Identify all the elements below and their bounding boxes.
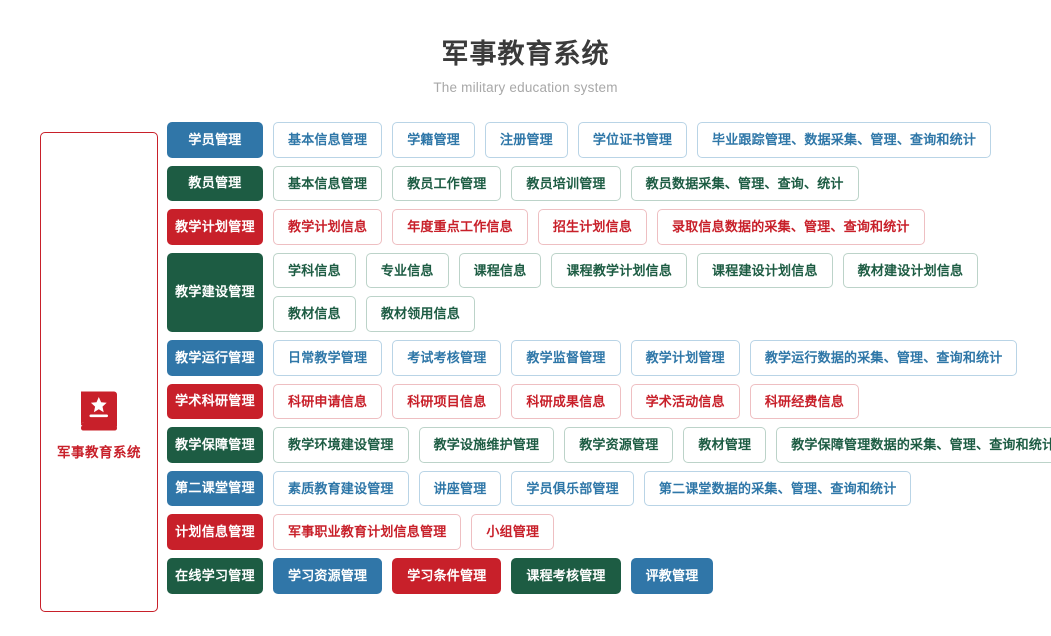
category-items: 日常教学管理考试考核管理教学监督管理教学计划管理教学运行数据的采集、管理、查询和… xyxy=(273,339,1018,376)
module-chip[interactable]: 教材建设计划信息 xyxy=(842,252,979,289)
module-chip[interactable]: 课程信息 xyxy=(458,252,542,289)
module-chip[interactable]: 素质教育建设管理 xyxy=(273,470,409,507)
sidebar-label: 军事教育系统 xyxy=(57,444,141,460)
sidebar-panel: 军事教育系统 xyxy=(40,132,158,612)
module-chip[interactable]: 毕业跟踪管理、数据采集、管理、查询和统计 xyxy=(697,122,992,158)
items-line: 学习资源管理学习条件管理课程考核管理评教管理 xyxy=(273,557,714,594)
module-chip[interactable]: 教学监督管理 xyxy=(511,339,621,376)
module-chip[interactable]: 学员俱乐部管理 xyxy=(511,470,634,507)
category-row: 第二课堂管理素质教育建设管理讲座管理学员俱乐部管理第二课堂数据的采集、管理、查询… xyxy=(167,470,1051,507)
category-items: 科研申请信息科研项目信息科研成果信息学术活动信息科研经费信息 xyxy=(273,383,860,420)
module-chip[interactable]: 基本信息管理 xyxy=(273,122,383,158)
category-items: 教学环境建设管理教学设施维护管理教学资源管理教材管理教学保障管理数据的采集、管理… xyxy=(273,427,1051,463)
category-row: 教学计划管理教学计划信息年度重点工作信息招生计划信息录取信息数据的采集、管理、查… xyxy=(167,209,1051,245)
module-chip[interactable]: 教材领用信息 xyxy=(365,296,476,332)
module-chip[interactable]: 科研项目信息 xyxy=(392,383,502,420)
module-chip[interactable]: 课程建设计划信息 xyxy=(697,252,833,289)
module-chip[interactable]: 讲座管理 xyxy=(418,470,502,507)
items-line: 基本信息管理教员工作管理教员培训管理教员数据采集、管理、查询、统计 xyxy=(273,165,859,202)
category-label-7[interactable]: 第二课堂管理 xyxy=(167,470,263,507)
module-chip[interactable]: 录取信息数据的采集、管理、查询和统计 xyxy=(657,209,925,245)
module-chip[interactable]: 教材管理 xyxy=(683,427,767,463)
items-line: 日常教学管理考试考核管理教学监督管理教学计划管理教学运行数据的采集、管理、查询和… xyxy=(273,339,1018,376)
module-chip[interactable]: 学科信息 xyxy=(273,252,356,289)
module-chip[interactable]: 专业信息 xyxy=(365,252,449,289)
category-row: 教学保障管理教学环境建设管理教学设施维护管理教学资源管理教材管理教学保障管理数据… xyxy=(167,427,1051,463)
category-label-2[interactable]: 教学计划管理 xyxy=(167,209,263,245)
category-items: 军事职业教育计划信息管理小组管理 xyxy=(273,514,555,550)
module-chip[interactable]: 小组管理 xyxy=(471,514,555,550)
category-items: 基本信息管理学籍管理注册管理学位证书管理毕业跟踪管理、数据采集、管理、查询和统计 xyxy=(273,122,992,158)
category-label-8[interactable]: 计划信息管理 xyxy=(167,514,263,550)
module-chip[interactable]: 学习条件管理 xyxy=(392,557,502,594)
category-items: 学习资源管理学习条件管理课程考核管理评教管理 xyxy=(273,557,714,594)
category-row: 教学建设管理学科信息专业信息课程信息课程教学计划信息课程建设计划信息教材建设计划… xyxy=(167,252,1051,332)
module-chip[interactable]: 学习资源管理 xyxy=(273,557,383,594)
module-chip[interactable]: 第二课堂数据的采集、管理、查询和统计 xyxy=(643,470,912,507)
category-items: 教学计划信息年度重点工作信息招生计划信息录取信息数据的采集、管理、查询和统计 xyxy=(273,209,925,245)
module-chip[interactable]: 学籍管理 xyxy=(392,122,476,158)
diagram-board: 军事教育系统 学员管理基本信息管理学籍管理注册管理学位证书管理毕业跟踪管理、数据… xyxy=(0,122,1051,612)
module-chip[interactable]: 教学环境建设管理 xyxy=(273,427,409,463)
book-star-icon xyxy=(77,388,121,434)
module-chip[interactable]: 教学资源管理 xyxy=(564,427,674,463)
module-chip[interactable]: 教学计划管理 xyxy=(630,339,740,376)
page-title: 军事教育系统 xyxy=(441,39,610,69)
items-line: 素质教育建设管理讲座管理学员俱乐部管理第二课堂数据的采集、管理、查询和统计 xyxy=(273,470,912,507)
module-chip[interactable]: 科研成果信息 xyxy=(511,383,621,420)
category-rows: 学员管理基本信息管理学籍管理注册管理学位证书管理毕业跟踪管理、数据采集、管理、查… xyxy=(167,122,1051,594)
module-chip[interactable]: 教员数据采集、管理、查询、统计 xyxy=(630,165,859,202)
module-chip[interactable]: 考试考核管理 xyxy=(392,339,502,376)
module-chip[interactable]: 学术活动信息 xyxy=(630,383,740,420)
module-chip[interactable]: 日常教学管理 xyxy=(273,339,383,376)
sidebar-brand: 军事教育系统 xyxy=(57,388,141,461)
category-row: 学员管理基本信息管理学籍管理注册管理学位证书管理毕业跟踪管理、数据采集、管理、查… xyxy=(167,122,1051,158)
module-chip[interactable]: 招生计划信息 xyxy=(537,209,648,245)
module-chip[interactable]: 科研申请信息 xyxy=(273,383,383,420)
category-row: 教学运行管理日常教学管理考试考核管理教学监督管理教学计划管理教学运行数据的采集、… xyxy=(167,339,1051,376)
module-chip[interactable]: 基本信息管理 xyxy=(273,165,383,202)
module-chip[interactable]: 教学设施维护管理 xyxy=(418,427,555,463)
category-row: 在线学习管理学习资源管理学习条件管理课程考核管理评教管理 xyxy=(167,557,1051,594)
items-line: 教学环境建设管理教学设施维护管理教学资源管理教材管理教学保障管理数据的采集、管理… xyxy=(273,427,1051,463)
category-label-0[interactable]: 学员管理 xyxy=(167,122,263,158)
category-row: 计划信息管理军事职业教育计划信息管理小组管理 xyxy=(167,514,1051,550)
module-chip[interactable]: 军事职业教育计划信息管理 xyxy=(273,514,462,550)
module-chip[interactable]: 学位证书管理 xyxy=(577,122,688,158)
category-label-3[interactable]: 教学建设管理 xyxy=(167,252,263,332)
items-line: 学科信息专业信息课程信息课程教学计划信息课程建设计划信息教材建设计划信息 xyxy=(273,252,979,289)
items-line: 教学计划信息年度重点工作信息招生计划信息录取信息数据的采集、管理、查询和统计 xyxy=(273,209,925,245)
module-chip[interactable]: 课程教学计划信息 xyxy=(551,252,688,289)
category-row: 教员管理基本信息管理教员工作管理教员培训管理教员数据采集、管理、查询、统计 xyxy=(167,165,1051,202)
category-label-1[interactable]: 教员管理 xyxy=(167,165,263,202)
module-chip[interactable]: 教学计划信息 xyxy=(273,209,383,245)
module-chip[interactable]: 科研经费信息 xyxy=(749,383,860,420)
module-chip[interactable]: 年度重点工作信息 xyxy=(392,209,528,245)
module-chip[interactable]: 教材信息 xyxy=(273,296,356,332)
items-line: 教材信息教材领用信息 xyxy=(273,296,978,332)
items-line: 科研申请信息科研项目信息科研成果信息学术活动信息科研经费信息 xyxy=(273,383,860,420)
page-subtitle: The military education system xyxy=(433,80,618,96)
items-line: 基本信息管理学籍管理注册管理学位证书管理毕业跟踪管理、数据采集、管理、查询和统计 xyxy=(273,122,992,158)
category-label-9[interactable]: 在线学习管理 xyxy=(167,557,263,594)
module-chip[interactable]: 评教管理 xyxy=(630,557,714,594)
category-label-5[interactable]: 学术科研管理 xyxy=(167,383,263,420)
category-label-4[interactable]: 教学运行管理 xyxy=(167,339,263,376)
module-chip[interactable]: 课程考核管理 xyxy=(511,557,621,594)
module-chip[interactable]: 教学运行数据的采集、管理、查询和统计 xyxy=(749,339,1018,376)
module-chip[interactable]: 教员培训管理 xyxy=(511,165,621,202)
items-line: 军事职业教育计划信息管理小组管理 xyxy=(273,514,555,550)
category-items: 素质教育建设管理讲座管理学员俱乐部管理第二课堂数据的采集、管理、查询和统计 xyxy=(273,470,912,507)
module-chip[interactable]: 教学保障管理数据的采集、管理、查询和统计 xyxy=(776,427,1051,463)
category-items: 基本信息管理教员工作管理教员培训管理教员数据采集、管理、查询、统计 xyxy=(273,165,859,202)
page-header: 军事教育系统 The military education system xyxy=(0,0,1051,95)
category-items: 学科信息专业信息课程信息课程教学计划信息课程建设计划信息教材建设计划信息教材信息… xyxy=(273,252,979,332)
module-chip[interactable]: 教员工作管理 xyxy=(392,165,502,202)
category-row: 学术科研管理科研申请信息科研项目信息科研成果信息学术活动信息科研经费信息 xyxy=(167,383,1051,420)
module-chip[interactable]: 注册管理 xyxy=(485,122,568,158)
category-label-6[interactable]: 教学保障管理 xyxy=(167,427,263,463)
